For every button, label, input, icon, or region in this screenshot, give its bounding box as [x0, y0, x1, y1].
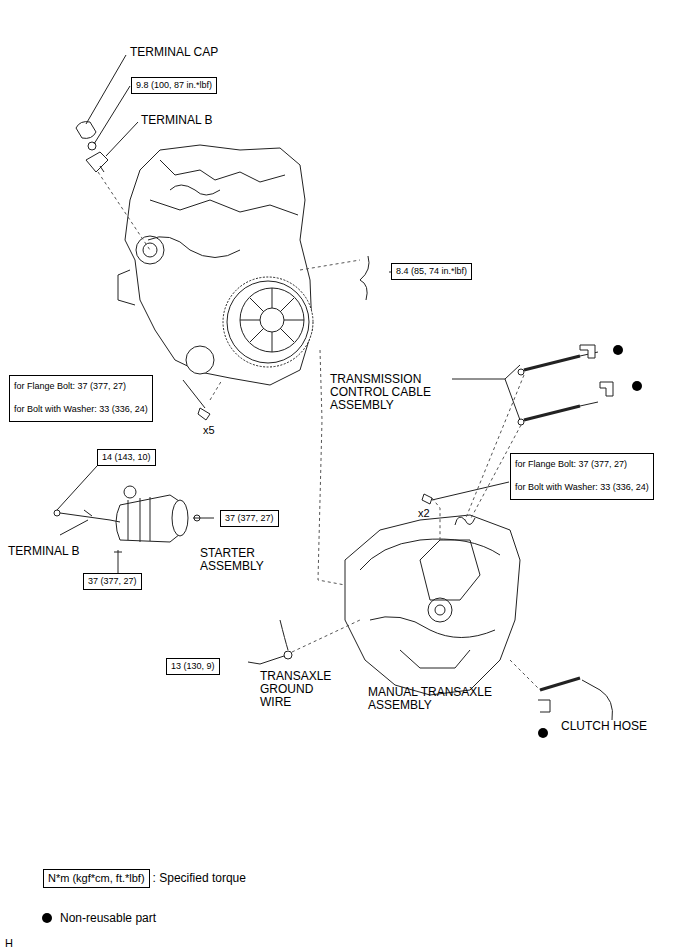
torque-box: for Flange Bolt: 37 (377, 27) for Bolt wi… [9, 375, 153, 422]
legend-text: Non-reusable part [60, 911, 156, 925]
torque-spec: 37 (377, 27) [225, 513, 274, 524]
non-reusable-dot [42, 913, 52, 923]
torque-spec: 13 (130, 9) [171, 661, 215, 672]
part-name: TRANSAXLE GROUND WIRE [260, 670, 342, 709]
torque-spec: for Flange Bolt: 37 (377, 27) [515, 459, 649, 470]
part-name: TERMINAL B [8, 545, 80, 558]
part-name: CLUTCH HOSE [561, 720, 647, 733]
torque-spec: for Flange Bolt: 37 (377, 27) [14, 381, 148, 392]
part-name: TERMINAL B [141, 114, 213, 127]
part-name: TERMINAL CAP [130, 46, 218, 59]
part-name: TRANSMISSION CONTROL CABLE ASSEMBLY [330, 373, 442, 412]
torque-box: 8.4 (85, 74 in.*lbf) [391, 263, 472, 280]
torque-box: for Flange Bolt: 37 (377, 27) for Bolt wi… [510, 453, 654, 500]
torque-spec: N*m (kgf*cm, ft.*lbf) [48, 872, 145, 885]
part-name: MANUAL TRANSAXLE ASSEMBLY [368, 686, 503, 712]
quantity: x2 [418, 507, 430, 520]
torque-spec: for Bolt with Washer: 33 (336, 24) [515, 482, 649, 493]
torque-spec: 37 (377, 27) [88, 576, 137, 587]
torque-spec: 14 (143, 10) [102, 452, 151, 463]
torque-box: 13 (130, 9) [166, 658, 220, 675]
quantity: x5 [203, 424, 215, 437]
torque-box: 37 (377, 27) [220, 510, 279, 527]
torque-spec: 9.8 (100, 87 in.*lbf) [136, 80, 212, 91]
torque-box: 37 (377, 27) [83, 573, 142, 590]
torque-spec: for Bolt with Washer: 33 (336, 24) [14, 404, 148, 415]
torque-box: 9.8 (100, 87 in.*lbf) [131, 77, 217, 94]
part-name: STARTER ASSEMBLY [200, 547, 278, 573]
legend-text: : Specified torque [153, 871, 246, 885]
legend-torque-box: N*m (kgf*cm, ft.*lbf) [43, 869, 150, 888]
torque-box: 14 (143, 10) [97, 449, 156, 466]
figure-id: H [5, 937, 13, 949]
torque-spec: 8.4 (85, 74 in.*lbf) [396, 266, 467, 277]
